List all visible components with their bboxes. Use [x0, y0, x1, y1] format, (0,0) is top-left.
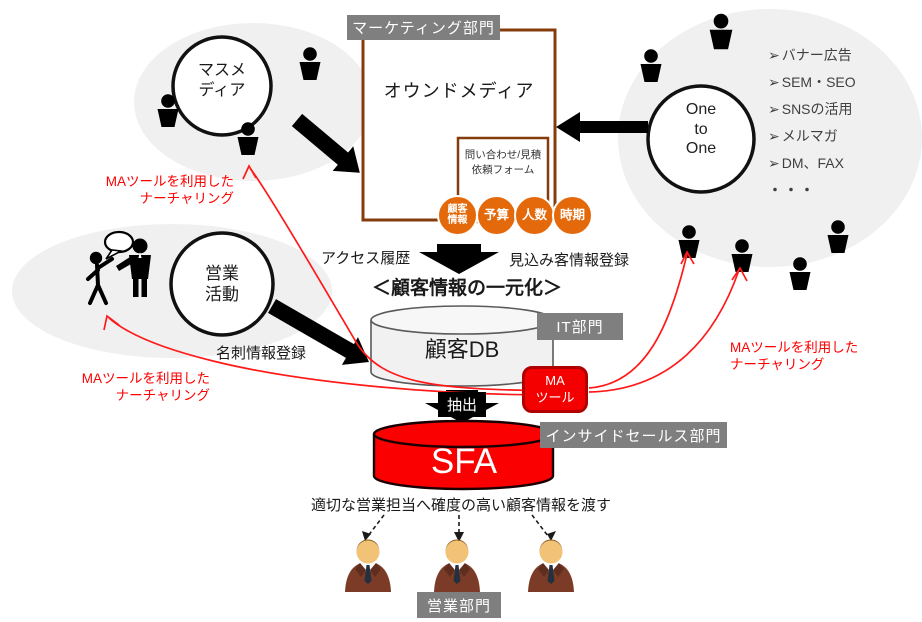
- customer-db-cylinder: [370, 305, 554, 387]
- prospect-register-label: 見込み客情報登録: [509, 252, 630, 269]
- ma-tool-box: MA ツール: [522, 366, 588, 413]
- form-field-headcount: 人数: [514, 195, 555, 236]
- form-field-timing: 時期: [552, 195, 593, 236]
- access-history-label: アクセス履歴: [321, 250, 411, 267]
- nurturing-note-massmedia: MAツールを利用した ナーチャリング: [105, 174, 234, 206]
- talking-people-icon: [86, 230, 151, 305]
- arrow-bullet-icon: ➢: [768, 101, 780, 117]
- sales-rep-icon: [528, 539, 574, 592]
- it-dept-label: IT部門: [537, 313, 623, 340]
- one-to-one-circle: [646, 84, 756, 194]
- sales-rep-icon: [345, 539, 391, 592]
- handover-note: 適切な営業担当へ確度の高い顧客情報を渡す: [311, 497, 612, 514]
- list-item: ➢バナー広告: [768, 47, 852, 63]
- nurturing-note-sales: MAツールを利用した ナーチャリング: [81, 371, 210, 403]
- list-item: ➢メルマガ: [768, 128, 838, 144]
- mass-media-text: マスメ ディア: [197, 62, 246, 99]
- marketing-dept-label: マーケティング部門: [347, 15, 500, 40]
- list-item: ➢DM、FAX: [768, 155, 844, 171]
- sfa-cylinder: [372, 419, 555, 491]
- inside-sales-dept-label: インサイドセールス部門: [540, 422, 727, 448]
- sales-rep-icon: [434, 539, 480, 592]
- unification-title: ＜顧客情報の一元化＞: [371, 278, 562, 299]
- customer-db-text: 顧客DB: [424, 337, 500, 362]
- arrow-massmedia-to-ownedmedia: [291, 113, 360, 173]
- owned-media-title: オウンドメディア: [383, 81, 535, 101]
- inquiry-form-text: 問い合わせ/見積 依頼フォーム: [464, 149, 542, 176]
- nurturing-curve-to-onetoone-1: [588, 253, 688, 389]
- arrow-sales-to-db: [268, 299, 369, 365]
- mass-media-circle: [171, 35, 273, 137]
- nurturing-curve-to-massmedia: [249, 167, 556, 392]
- sales-dept-label: 営業部門: [417, 592, 501, 618]
- arrow-bullet-icon: ➢: [768, 128, 780, 144]
- list-item: ➢SNSの活用: [768, 101, 853, 117]
- one-to-one-tactics-list: ➢バナー広告 ➢SEM・SEO ➢SNSの活用 ➢メルマガ ➢DM、FAX ・・…: [768, 42, 856, 204]
- form-field-customer-info: 顧客 情報: [437, 195, 478, 236]
- one-to-one-text: One to One: [685, 101, 717, 158]
- handover-arrowheads: [362, 531, 556, 542]
- one-to-one-group-ellipse: [618, 9, 922, 267]
- extract-box: 抽出: [438, 392, 486, 417]
- list-item-more: ・・・: [768, 182, 816, 198]
- arrow-form-to-unification: [419, 244, 499, 274]
- arrow-onetoone-to-ownedmedia: [556, 112, 648, 142]
- sales-activity-circle: [169, 231, 275, 337]
- nurturing-curve-to-onetoone-2: [588, 269, 740, 393]
- nurturing-note-onetoone: MAツールを利用した ナーチャリング: [730, 340, 859, 372]
- speech-bubble-icon: [103, 230, 135, 254]
- sales-rep-icons: [345, 539, 574, 592]
- list-item: ➢SEM・SEO: [768, 74, 856, 90]
- business-card-register-label: 名刺情報登録: [216, 345, 307, 362]
- arrow-bullet-icon: ➢: [768, 47, 780, 63]
- form-field-budget: 予算: [476, 195, 517, 236]
- sales-activity-text: 営業 活動: [205, 264, 239, 305]
- arrow-bullet-icon: ➢: [768, 74, 780, 90]
- handover-dashed-arrows: [367, 514, 549, 537]
- arrow-bullet-icon: ➢: [768, 155, 780, 171]
- sfa-text: SFA: [430, 442, 498, 481]
